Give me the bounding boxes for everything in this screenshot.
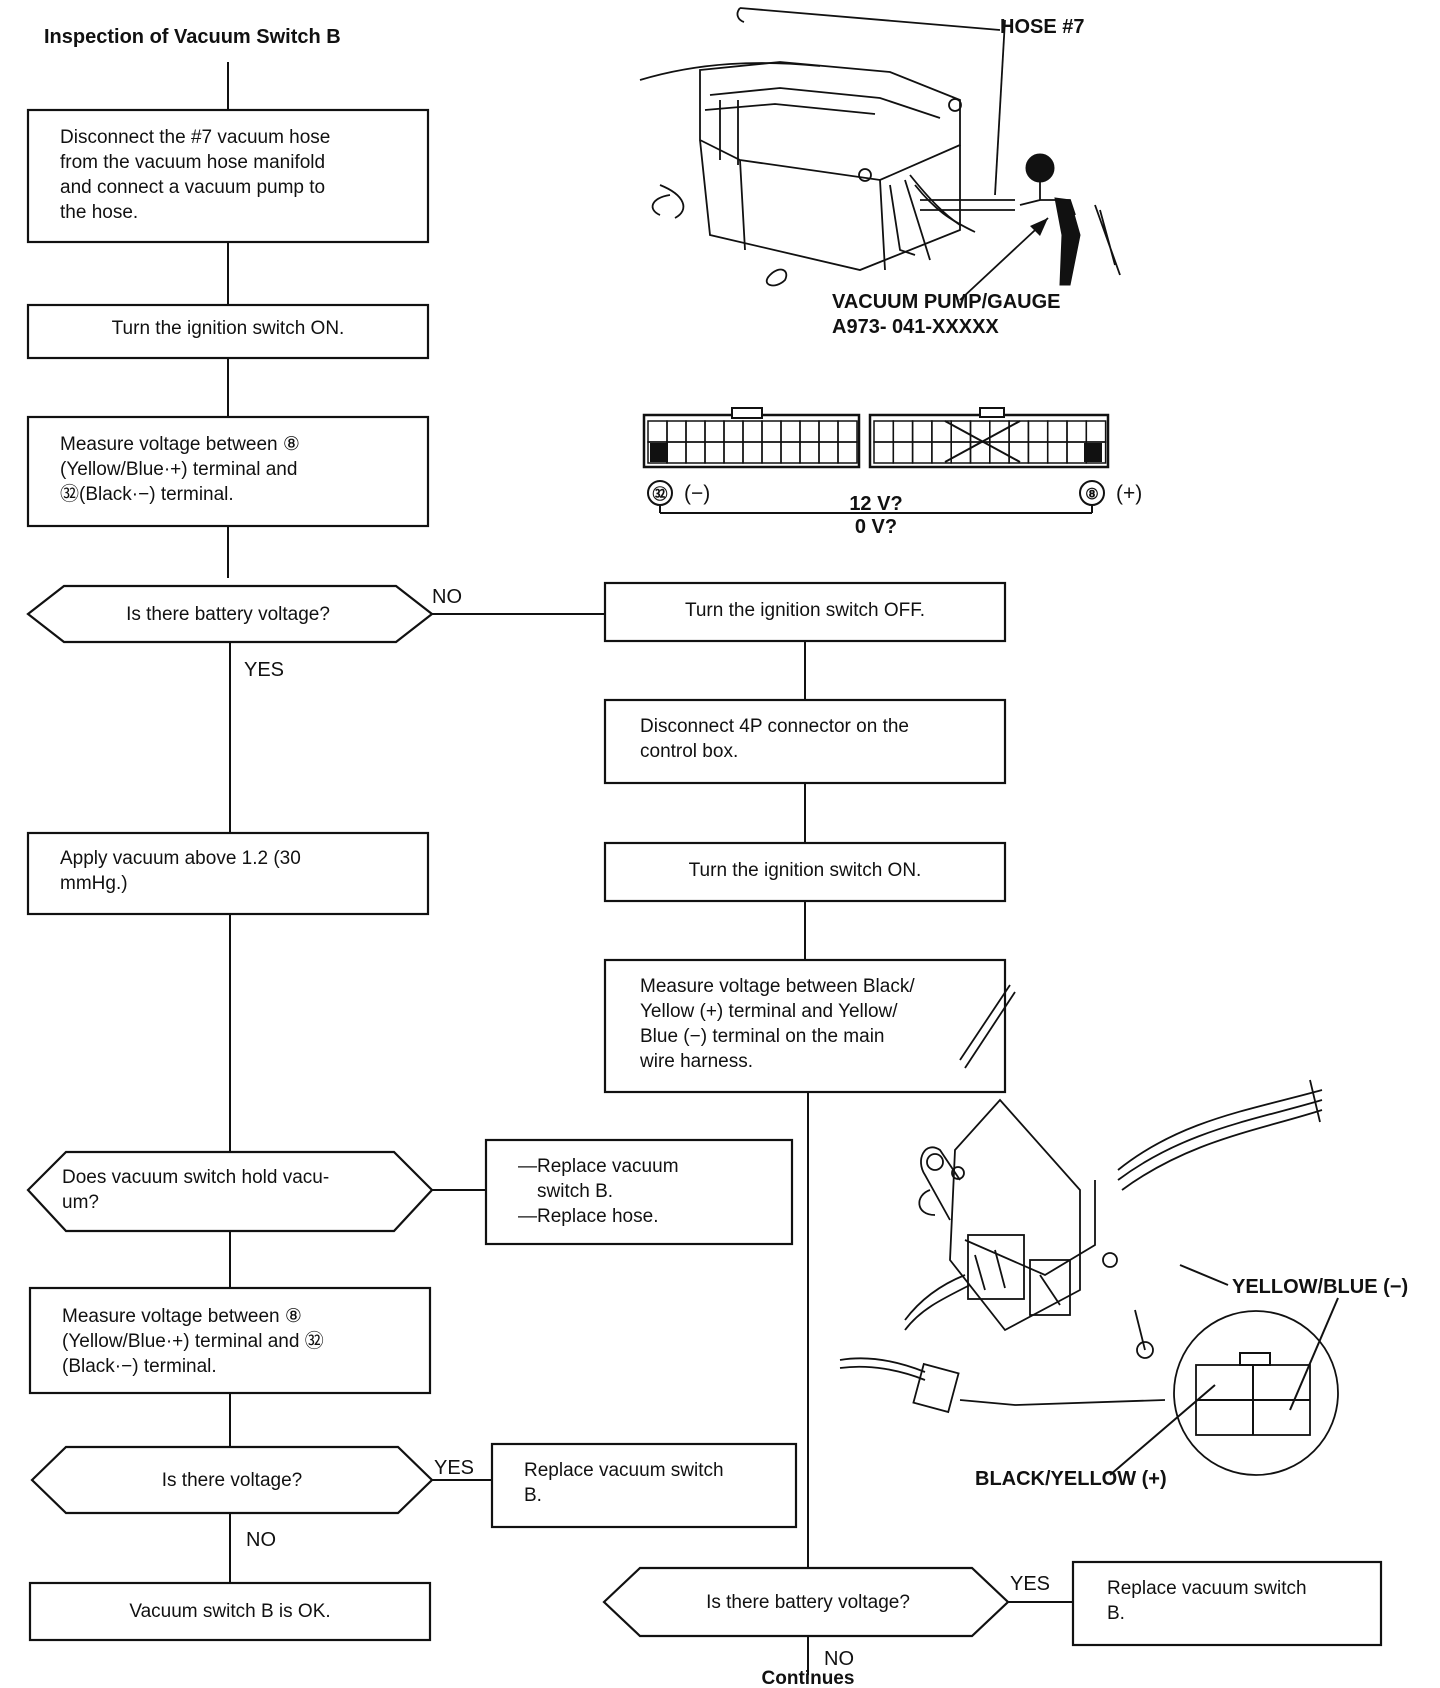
text-line: Yellow (+) terminal and Yellow/: [640, 1001, 898, 1022]
connector-pin-cell: [837, 441, 858, 464]
right-flow-lines: [804, 641, 1073, 1675]
branch-label-no: NO: [824, 1648, 854, 1670]
step-disconnect-hose: Disconnect the #7 vacuum hose from the va…: [26, 108, 430, 244]
pin-8-label: ⑧: [1085, 486, 1098, 503]
text-line: Disconnect 4P connector on the: [640, 716, 909, 737]
branch-label-yes: YES: [434, 1457, 474, 1479]
decision-text: Is there battery voltage?: [706, 1592, 910, 1613]
step-ignition-on-2: Turn the ignition switch ON.: [603, 841, 1007, 903]
step-measure-voltage-3: Measure voltage between Black/Yellow (+)…: [603, 958, 1007, 1094]
branch-label-yes: YES: [1010, 1573, 1050, 1595]
voltage-12v-label: 12 V?: [849, 493, 902, 515]
text-line: A973- 041-XXXXX: [832, 316, 999, 338]
text-line: wire harness.: [639, 1051, 753, 1072]
step-text: Disconnect 4P connector on the control bo…: [640, 716, 909, 762]
yellow-blue-label: YELLOW/BLUE (−): [1232, 1276, 1408, 1298]
continues-label: Continues: [762, 1668, 855, 1688]
branch-label-no: NO: [246, 1529, 276, 1551]
pin-8-marker: [1084, 443, 1102, 462]
text-line: Blue (−) terminal on the main: [640, 1026, 884, 1047]
control-box-pump-illustration: HOSE #7 VACUUM PUMP/GAUGE A973- 041-XXXXX: [639, 7, 1121, 338]
text-line: B.: [524, 1485, 542, 1506]
step-text: Apply vacuum above 1.2 (30 mmHg.): [60, 848, 301, 894]
decision-text: Is there voltage?: [162, 1470, 302, 1491]
step-ignition-on-1: Turn the ignition switch ON.: [26, 303, 430, 360]
text-line: VACUUM PUMP/GAUGE: [832, 291, 1061, 313]
text-line: mmHg.): [60, 873, 128, 894]
step-text: Turn the ignition switch ON.: [112, 318, 345, 339]
step-ignition-off: Turn the ignition switch OFF.: [603, 581, 1007, 643]
control-box-4p-illustration: YELLOW/BLUE (−) BLACK/YELLOW (+): [839, 984, 1408, 1490]
text-line: the hose.: [60, 202, 138, 223]
hose-label: HOSE #7: [1000, 16, 1084, 38]
connector-left-pins: [647, 420, 858, 464]
branch-label-yes: YES: [244, 659, 284, 681]
step-apply-vacuum: Apply vacuum above 1.2 (30 mmHg.): [26, 831, 430, 916]
left-flow-lines: [227, 62, 605, 1583]
text-line: ㉜(Black·−) terminal.: [60, 483, 234, 505]
step-text: Turn the ignition switch OFF.: [685, 600, 925, 621]
text-line: —Replace hose.: [518, 1206, 658, 1227]
text-line: Replace vacuum switch: [524, 1460, 724, 1481]
pin-32-polarity: (−): [684, 482, 710, 505]
step-switch-ok: Vacuum switch B is OK.: [28, 1581, 432, 1642]
text-line: um?: [62, 1192, 99, 1213]
text-line: B.: [1107, 1603, 1125, 1624]
pin-32-label: ㉜: [652, 485, 667, 503]
decision-text: Does vacuum switch hold vacu-um?: [62, 1167, 329, 1213]
step-text: Vacuum switch B is OK.: [129, 1601, 330, 1622]
text-line: (Yellow/Blue·+) terminal and ㉜: [62, 1330, 324, 1352]
step-measure-voltage-2: Measure voltage between ⑧ (Yellow/Blue·+)…: [28, 1286, 432, 1395]
text-line: Measure voltage between Black/: [640, 976, 915, 997]
decision-text: Is there battery voltage?: [126, 604, 330, 625]
step-text: Turn the ignition switch ON.: [689, 860, 922, 881]
text-line: —Replace vacuum: [518, 1156, 679, 1177]
text-line: Disconnect the #7 vacuum hose: [60, 127, 330, 148]
step-measure-voltage-1: Measure voltage between ⑧ (Yellow/Blue·+)…: [26, 415, 430, 528]
step-text: Measure voltage between ⑧ (Yellow/Blue·+)…: [62, 1306, 324, 1377]
step-text: —Replace vacuum switch B. —Replace hose.: [518, 1156, 679, 1227]
pump-label: VACUUM PUMP/GAUGE A973- 041-XXXXX: [832, 291, 1061, 338]
voltage-0v-label: 0 V?: [855, 516, 897, 538]
text-line: Apply vacuum above 1.2 (30: [60, 848, 301, 869]
step-text: Measure voltage between Black/Yellow (+)…: [639, 976, 915, 1072]
ecu-connector-diagram: ㉜ (−) ⑧ (+) 12 V? 0 V?: [642, 407, 1142, 538]
text-line: from the vacuum hose manifold: [60, 152, 325, 173]
text-line: (Black·−) terminal.: [62, 1356, 217, 1377]
black-yellow-label: BLACK/YELLOW (+): [975, 1468, 1167, 1490]
step-disconnect-4p: Disconnect 4P connector on the control bo…: [603, 698, 1007, 785]
text-line: control box.: [640, 741, 738, 762]
decision-voltage: Is there voltage?: [30, 1445, 434, 1515]
text-line: Does vacuum switch hold vacu-: [62, 1167, 329, 1188]
text-line: and connect a vacuum pump to: [60, 177, 325, 198]
step-text: Measure voltage between ⑧ (Yellow/Blue·+)…: [60, 434, 300, 505]
branch-label-no: NO: [432, 586, 462, 608]
text-line: Measure voltage between ⑧: [60, 434, 300, 455]
text-line: Replace vacuum switch: [1107, 1578, 1307, 1599]
decision-hold-vacuum: Does vacuum switch hold vacu-um?: [26, 1150, 434, 1233]
decision-battery-voltage-1: Is there battery voltage?: [26, 584, 434, 644]
page-title: Inspection of Vacuum Switch B: [44, 26, 341, 48]
pin-32-marker: [650, 443, 668, 462]
text-line: (Yellow/Blue·+) terminal and: [60, 459, 297, 480]
decision-battery-voltage-2: Is there battery voltage?: [602, 1566, 1010, 1638]
step-replace-switch-and-hose: —Replace vacuum switch B. —Replace hose.: [484, 1138, 794, 1246]
text-line: Measure voltage between ⑧: [62, 1306, 302, 1327]
text-line: switch B.: [537, 1181, 613, 1202]
pin-8-polarity: (+): [1116, 482, 1142, 505]
step-text: Disconnect the #7 vacuum hose from the va…: [60, 127, 330, 223]
